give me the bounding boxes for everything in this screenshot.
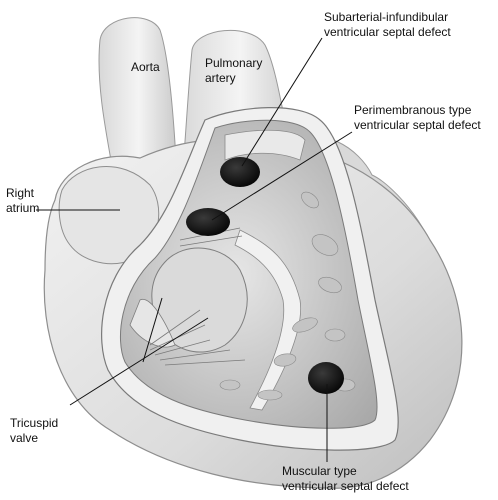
tricuspid-valve-label: Tricuspid valve [10, 416, 59, 445]
right-ventricle-chamber [120, 119, 378, 429]
aorta-label: Aorta [131, 60, 160, 74]
leader-subarterial [241, 37, 323, 167]
subarterial-defect-label: Subarterial-infundibular ventricular sep… [324, 10, 451, 39]
tricuspid-valve-leaflets [129, 227, 248, 366]
pulmonary-artery-label: Pulmonary artery [205, 56, 263, 85]
muscular-defect-label: Muscular type ventricular septal defect [282, 464, 409, 493]
leader-perimembranous [211, 131, 353, 221]
perimembranous-defect-hole [186, 208, 230, 236]
leader-tricuspid-a [69, 317, 209, 406]
perimembranous-defect-label: Perimembranous type ventricular septal d… [354, 103, 481, 132]
subarterial-defect-hole [220, 157, 260, 187]
muscular-defect-hole [308, 362, 344, 394]
leader-tricuspid-b [142, 297, 163, 363]
right-atrium-label: Right atrium [6, 186, 40, 215]
